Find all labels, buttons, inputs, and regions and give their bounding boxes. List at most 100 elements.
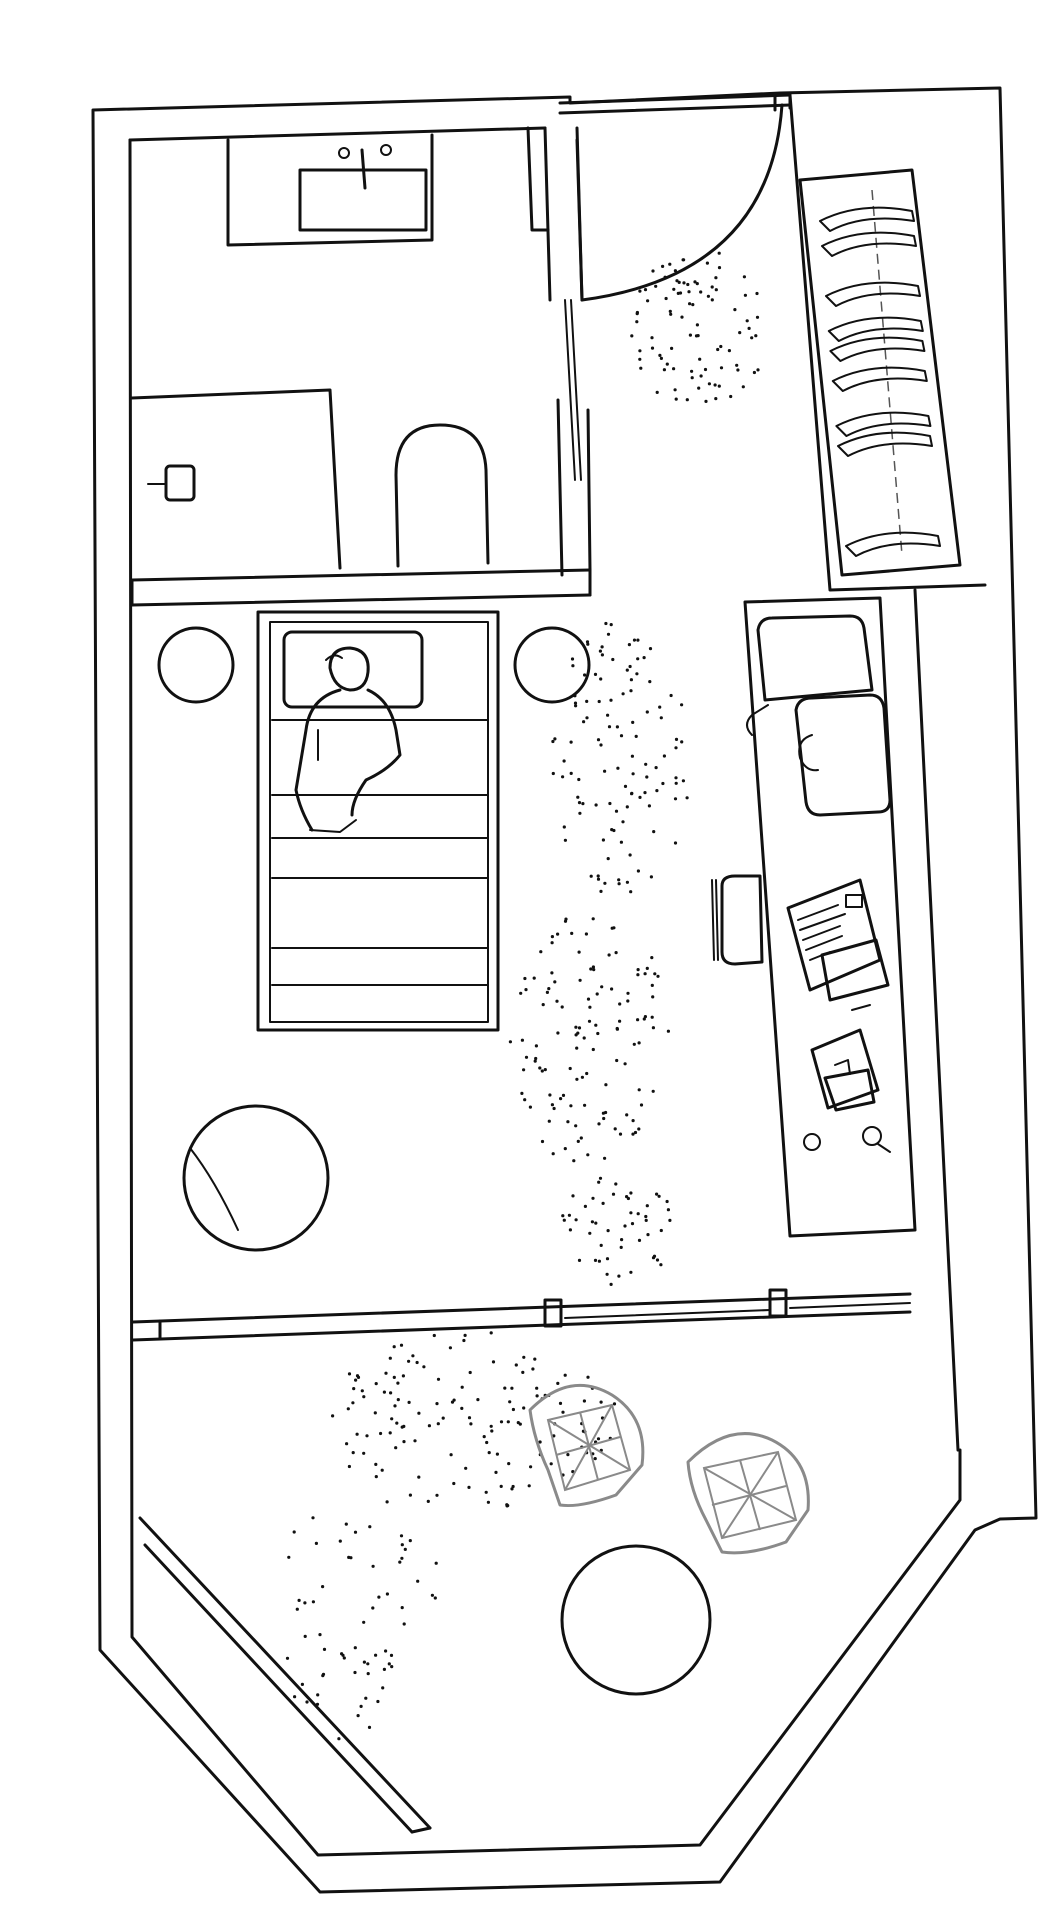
floor-dot (575, 1046, 579, 1050)
floor-dot (601, 1111, 606, 1115)
floor-dot (643, 1015, 648, 1019)
floor-dot (756, 368, 760, 372)
floor-dot (387, 1662, 391, 1666)
floor-dot (359, 1704, 363, 1708)
floor-dot (636, 869, 641, 873)
floor-dot (435, 1493, 439, 1497)
floor-dot (574, 1124, 578, 1128)
floor-dot (662, 368, 667, 372)
floor-dot (535, 1394, 539, 1398)
floor-dot (561, 1214, 565, 1218)
floor-dot (752, 370, 757, 375)
floor-dot (668, 309, 672, 313)
floor-dot (654, 284, 658, 288)
floor-dot (293, 1695, 297, 1699)
floor-dot (741, 385, 745, 389)
floor-dot (636, 657, 640, 661)
floor-dot (344, 1522, 348, 1526)
floor-dot (651, 269, 655, 273)
floor-dot (636, 638, 640, 642)
floor-dot (352, 1387, 356, 1391)
floor-dot (596, 874, 600, 878)
floor-dot (564, 917, 568, 921)
floor-dot (548, 1093, 552, 1097)
floor-dot (507, 1462, 511, 1466)
floor-dot (464, 1466, 468, 1470)
floor-dot (645, 1204, 649, 1208)
floor-dot (534, 1056, 538, 1061)
floor-dot (625, 1113, 629, 1117)
floor-dot (698, 357, 702, 361)
floor-dot (596, 877, 601, 881)
floor-dot (527, 1484, 531, 1488)
floor-dot (577, 1258, 582, 1262)
floor-dot (593, 672, 598, 677)
floor-dot (569, 1104, 573, 1108)
floor-dot (673, 388, 677, 392)
floor-dot (636, 973, 640, 977)
floor-dot (597, 1180, 601, 1184)
floor-dot (495, 1452, 499, 1456)
floor-dot (625, 668, 629, 672)
floor-dot (469, 1422, 473, 1426)
floor-dot (389, 1391, 393, 1395)
floor-dot (657, 1194, 661, 1198)
floor-dot (617, 882, 621, 886)
floor-dot (467, 1416, 472, 1420)
floor-dot (371, 1564, 375, 1568)
floor-dot (362, 1620, 366, 1624)
bathroom (130, 126, 592, 607)
floor-dot (520, 1038, 525, 1042)
floor-dot (395, 1421, 399, 1425)
floor-dot (674, 737, 679, 742)
floor-dot (629, 1191, 633, 1195)
floor-dot (600, 985, 604, 989)
floor-dot (586, 1375, 590, 1379)
floor-dot (539, 950, 543, 954)
floor-dot (538, 1066, 542, 1070)
floor-dot (384, 1371, 388, 1375)
floor-dot (566, 1120, 570, 1124)
floor-dot (616, 766, 620, 770)
floor-dot (651, 1089, 655, 1093)
floor-dot (614, 809, 619, 813)
floor-dot (561, 1093, 566, 1097)
floor-dot (563, 838, 568, 842)
floor-dot (331, 1414, 335, 1418)
floor-dot (426, 1499, 430, 1503)
floor-dot (659, 716, 663, 720)
floor-dot (655, 390, 659, 394)
floor-dot (594, 1221, 598, 1225)
floor-dot (714, 397, 718, 401)
hanger (819, 206, 915, 232)
floor-dot (626, 999, 630, 1003)
floor-dot (650, 336, 654, 340)
floor-dot (374, 1475, 378, 1479)
floor-dot (655, 1192, 659, 1196)
floor-dot (401, 1374, 405, 1378)
floor-dot (374, 1653, 378, 1657)
floor-dot (682, 281, 686, 285)
floor-dot (643, 288, 648, 292)
floor-dot (604, 1083, 608, 1087)
floor-dot (385, 1500, 389, 1504)
floor-dot (572, 1159, 576, 1163)
floor-dot (356, 1375, 361, 1379)
floor-dot (402, 1440, 406, 1444)
lounge-chair-right (686, 1432, 810, 1555)
floor-dot (460, 1385, 464, 1389)
floor-dot (523, 1098, 527, 1102)
floor-dot (625, 805, 629, 809)
hanger (827, 316, 924, 342)
floor-dot (433, 1596, 437, 1600)
floor-dot (555, 999, 559, 1003)
floor-dot (619, 1245, 623, 1249)
floor-dot (581, 802, 585, 806)
floor-dot (366, 1662, 370, 1666)
floor-dot (626, 1196, 631, 1201)
floor-dot (413, 1439, 417, 1443)
floor-dot (619, 734, 624, 738)
floor-dot (436, 1377, 441, 1381)
floor-dot (563, 1373, 567, 1377)
